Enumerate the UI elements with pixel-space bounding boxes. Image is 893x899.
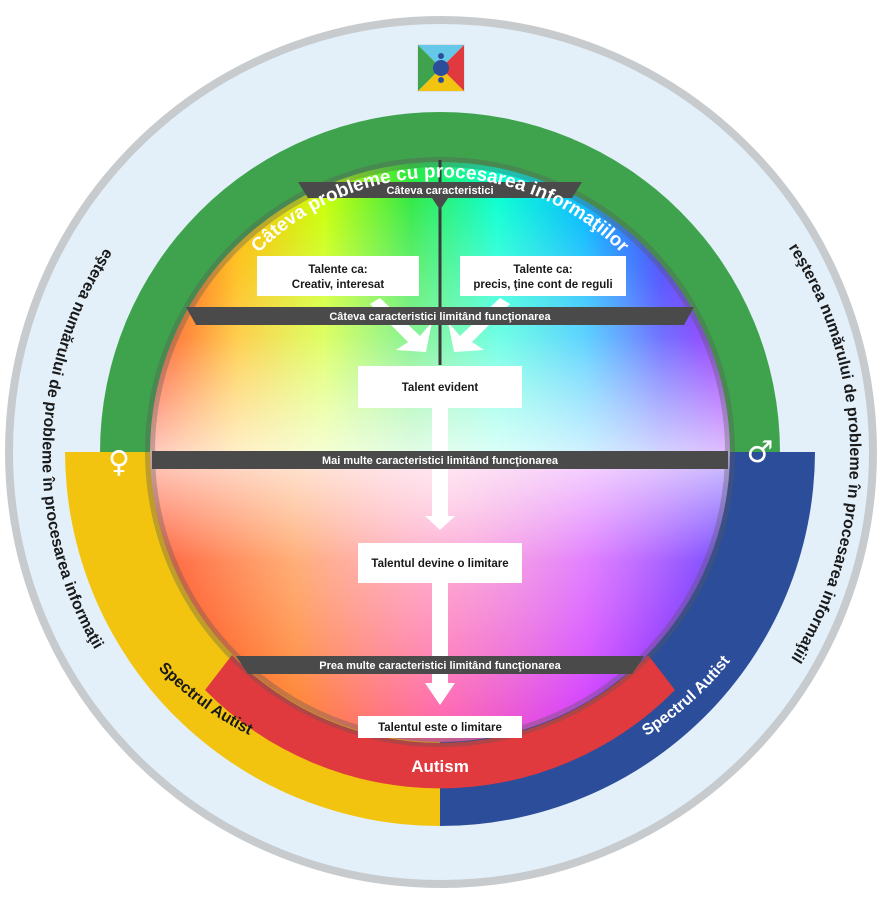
left-talent-box [257, 256, 419, 296]
autism-band [205, 655, 675, 789]
male-symbol-icon: ♂ [747, 435, 774, 470]
bar-3 [152, 451, 728, 469]
right-talent-line2: precis, ţine cont de reguli [473, 279, 612, 291]
bar-1-pointer [432, 198, 448, 210]
left-talent-line1: Talente ca: [308, 264, 367, 276]
talent-is-limit-label: Talentul este o limitare [378, 722, 502, 734]
bar-2 [186, 307, 694, 325]
talent-evident-box [358, 366, 522, 408]
talent-limit-box [358, 543, 522, 583]
bar-4-label: Prea multe caracteristici limitând funcţ… [319, 660, 561, 672]
bar-2-label: Câteva caracteristici limitând funcţiona… [329, 311, 551, 323]
bar-3-label: Mai multe caracteristici limitând funcţi… [322, 455, 559, 467]
down-arrowhead-1 [425, 516, 455, 530]
female-symbol-icon: ♀ [108, 445, 130, 480]
talent-is-limit-box [358, 716, 522, 738]
bar-1 [298, 182, 582, 198]
left-talent-line2: Creativ, interesat [292, 279, 385, 291]
talent-limit-label: Talentul devine o limitare [371, 558, 508, 570]
talent-evident-label: Talent evident [402, 382, 479, 394]
autism-label: Autism [411, 757, 469, 776]
right-talent-line1: Talente ca: [513, 264, 572, 276]
right-talent-box [460, 256, 626, 296]
bar-1-label: Câteva caracteristici [386, 185, 493, 197]
down-arrowhead-2 [425, 683, 455, 705]
puzzle-logo-icon [417, 44, 465, 92]
bar-4 [236, 656, 644, 674]
